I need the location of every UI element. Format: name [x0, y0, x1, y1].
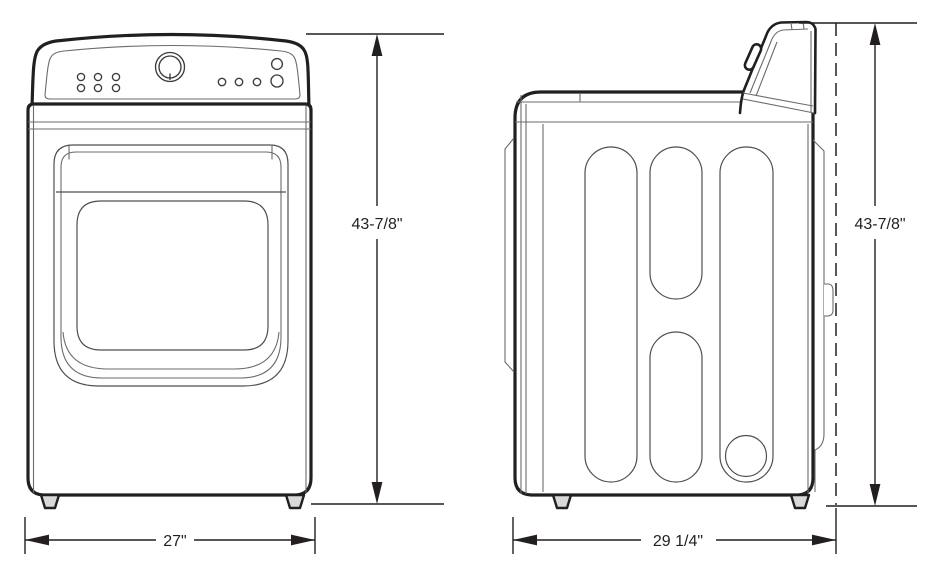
console-right-buttons — [217, 57, 284, 88]
arrowhead-right-icon — [812, 534, 836, 546]
arrowhead-up-icon — [869, 23, 881, 45]
front-width-dimension: 27" — [24, 517, 316, 554]
side-console — [738, 20, 817, 115]
front-left-foot — [39, 493, 61, 510]
arrowhead-left-icon — [25, 534, 49, 546]
side-height-label: 43-7/8" — [854, 216, 905, 233]
side-rear-contour — [812, 139, 834, 492]
side-front-edge-seams — [504, 93, 813, 494]
side-body — [513, 90, 815, 497]
front-body — [26, 102, 313, 497]
side-vent-circle — [724, 434, 768, 478]
side-height-dimension: 43-7/8" — [799, 22, 917, 554]
front-height-label: 43-7/8" — [351, 216, 402, 233]
front-console-panel — [44, 44, 301, 100]
console-base-band — [742, 92, 815, 114]
side-depth-label: 29 1/4" — [653, 533, 703, 550]
door-window — [76, 200, 269, 351]
arrowhead-up-icon — [371, 34, 383, 56]
arrowhead-down-icon — [371, 482, 383, 504]
arrowhead-down-icon — [869, 484, 881, 506]
side-panel-recesses — [584, 146, 774, 483]
front-body-seams — [28, 106, 311, 493]
side-knob-bump — [743, 42, 763, 72]
rotary-knob — [154, 51, 186, 83]
front-height-dimension: 43-7/8" — [306, 33, 444, 505]
front-door — [53, 144, 289, 387]
console-button-grid — [76, 72, 121, 93]
front-right-foot — [284, 493, 306, 510]
side-view — [504, 20, 834, 510]
side-left-foot — [551, 493, 573, 510]
front-view — [26, 32, 313, 510]
side-right-foot — [789, 493, 811, 510]
arrowhead-left-icon — [513, 534, 537, 546]
front-width-label: 27" — [163, 533, 186, 550]
arrowhead-right-icon — [291, 534, 315, 546]
side-depth-dimension: 29 1/4" — [512, 517, 836, 554]
